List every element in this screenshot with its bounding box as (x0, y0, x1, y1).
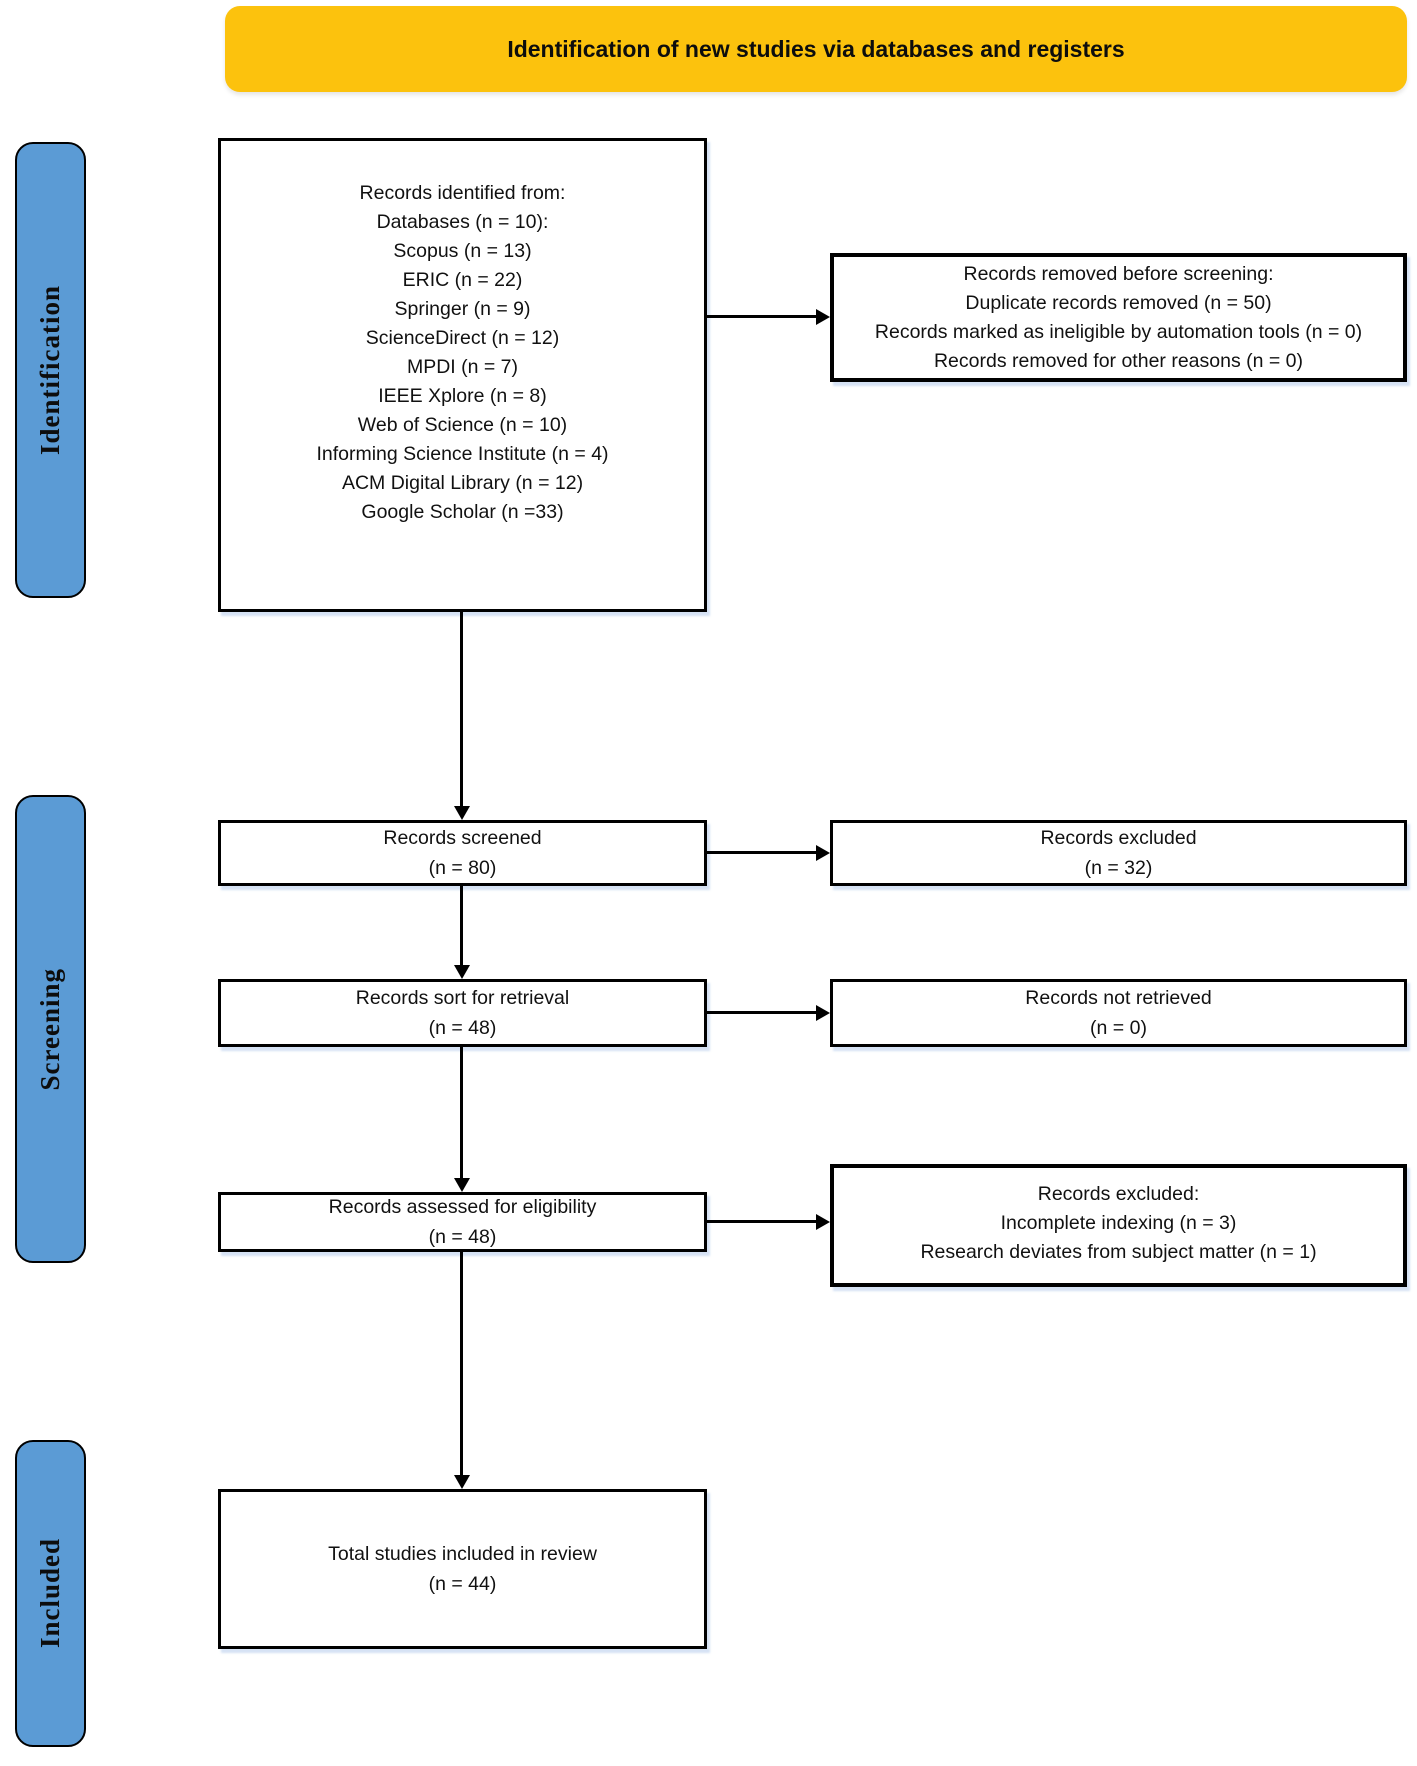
box-records-sought-for-retrieval: Records sort for retrieval (n = 48) (218, 979, 707, 1047)
stage-label-screening: Screening (35, 967, 65, 1091)
arrow-head-screened-to-excluded (816, 845, 830, 861)
stage-pill-identification: Identification (15, 142, 86, 598)
title-banner: Identification of new studies via databa… (225, 6, 1407, 92)
arrow-head-retrieval-to-assessed (454, 1178, 470, 1192)
arrow-line-retrieval-to-not-retrieved (707, 1011, 816, 1014)
diagram-title: Identification of new studies via databa… (507, 35, 1125, 62)
arrow-head-identified-to-screened (454, 806, 470, 820)
stage-label-identification: Identification (35, 284, 65, 455)
arrow-head-screened-to-retrieval (454, 965, 470, 979)
box-records-identified: Records identified from: Databases (n = … (218, 138, 707, 612)
box-records-screened: Records screened (n = 80) (218, 820, 707, 886)
arrow-head-identified-to-removed (816, 309, 830, 325)
stage-label-included: Included (35, 1538, 65, 1649)
box-records-excluded-eligibility: Records excluded: Incomplete indexing (n… (830, 1164, 1407, 1287)
arrow-line-identified-to-screened (460, 612, 463, 806)
arrow-line-screened-to-excluded (707, 851, 816, 854)
box-records-removed-before-screening: Records removed before screening: Duplic… (830, 253, 1407, 382)
box-records-assessed-eligibility: Records assessed for eligibility (n = 48… (218, 1192, 707, 1252)
stage-pill-screening: Screening (15, 795, 86, 1263)
arrow-head-assessed-to-included (454, 1475, 470, 1489)
box-total-studies-included: Total studies included in review (n = 44… (218, 1489, 707, 1649)
arrow-line-identified-to-removed (707, 315, 816, 318)
arrow-head-retrieval-to-not-retrieved (816, 1005, 830, 1021)
box-records-not-retrieved: Records not retrieved (n = 0) (830, 979, 1407, 1047)
arrow-head-assessed-to-excluded (816, 1214, 830, 1230)
arrow-line-retrieval-to-assessed (460, 1047, 463, 1178)
arrow-line-screened-to-retrieval (460, 886, 463, 965)
arrow-line-assessed-to-excluded (707, 1220, 816, 1223)
stage-pill-included: Included (15, 1440, 86, 1747)
box-records-excluded-screening: Records excluded (n = 32) (830, 820, 1407, 886)
arrow-line-assessed-to-included (460, 1252, 463, 1475)
